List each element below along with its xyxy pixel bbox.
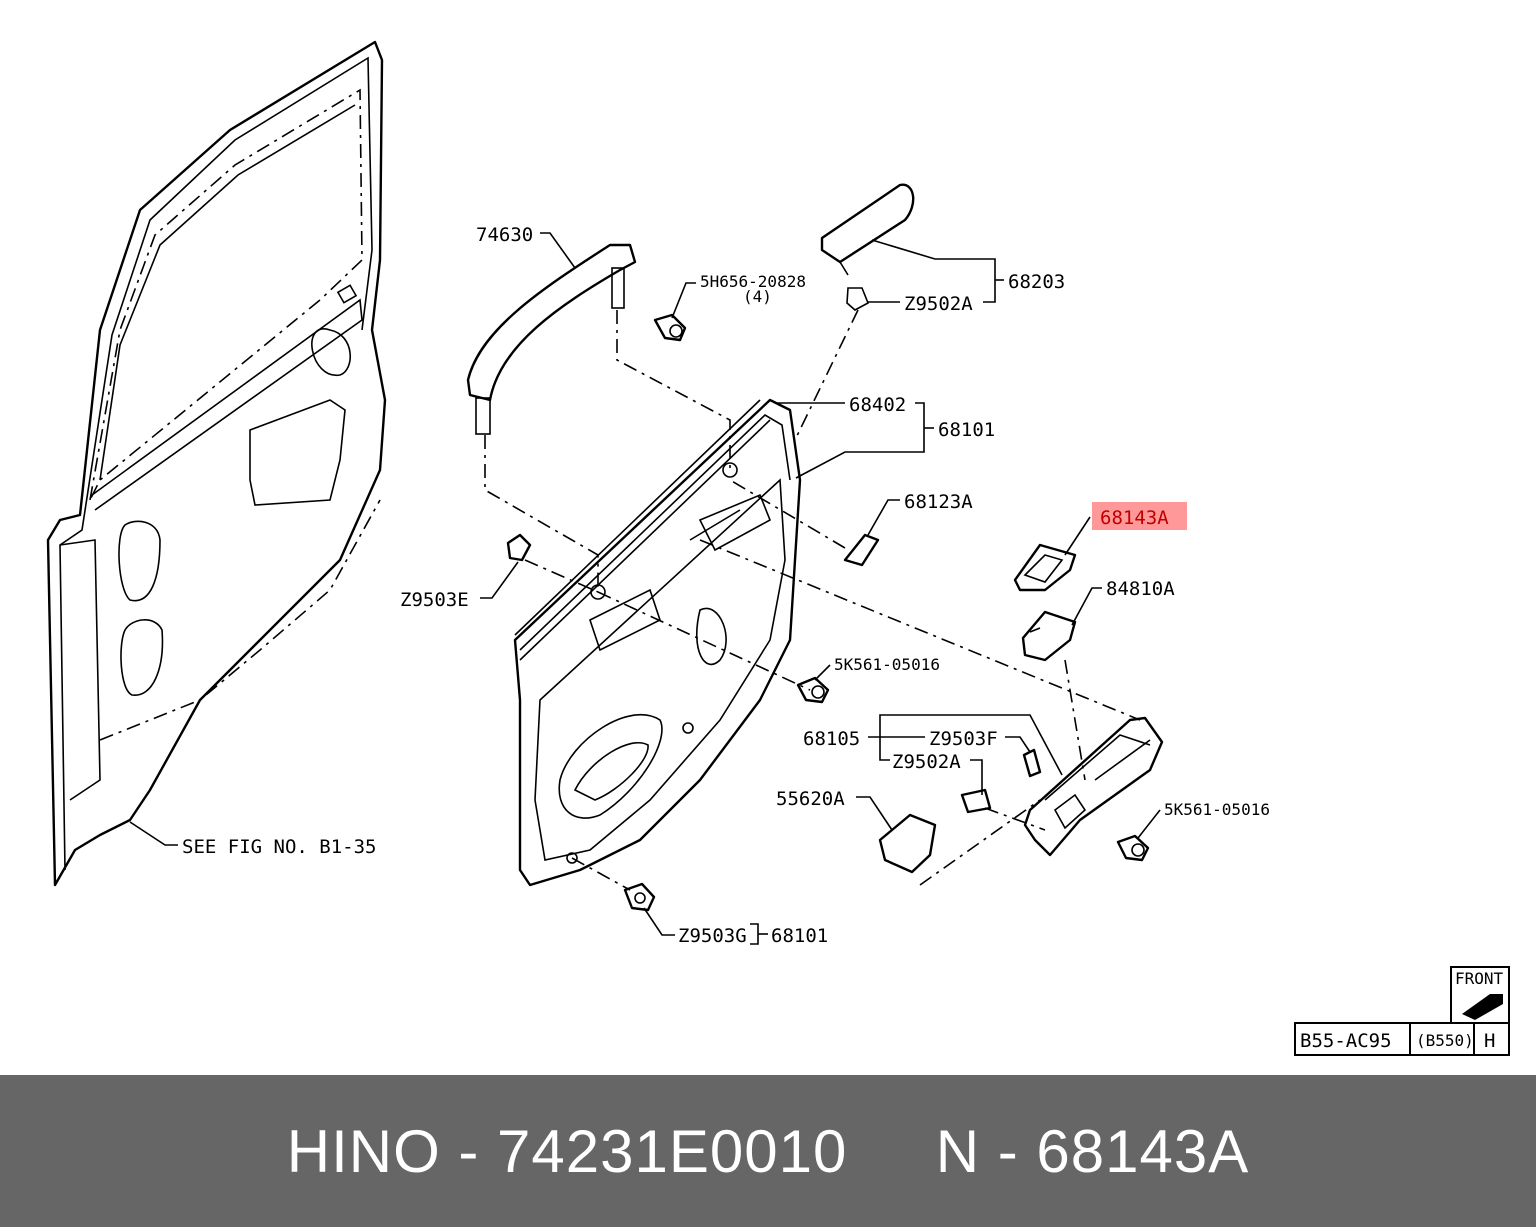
clip-z9503g-part xyxy=(623,882,656,912)
label-z9502a-mid: Z9502A xyxy=(892,751,961,773)
footer-bar: HINO - 74231E0010 N - 68143A xyxy=(0,1075,1536,1227)
label-68101: 68101 xyxy=(938,419,995,441)
leader-5k561-b xyxy=(1137,809,1161,839)
bracket-z9503g xyxy=(750,923,759,945)
clip-z9503f-part xyxy=(1022,748,1042,778)
leader-68105 xyxy=(879,714,1063,776)
clip-68123a-part xyxy=(843,533,880,567)
leader-5k561-a xyxy=(814,664,831,681)
label-z9502a-top: Z9502A xyxy=(904,293,973,315)
label-z9503g: Z9503G xyxy=(678,925,747,947)
leader-68105-b xyxy=(868,736,890,761)
label-5k561-b: 5K561-05016 xyxy=(1164,800,1270,819)
label-5h656: 5H656-20828 xyxy=(700,272,806,291)
leader-68143a xyxy=(1064,516,1091,556)
assist-grip-part xyxy=(466,243,637,435)
label-84810a: 84810A xyxy=(1106,578,1175,600)
leader-84810a xyxy=(1071,587,1102,626)
label-see-fig: SEE FIG NO. B1-35 xyxy=(182,836,376,858)
leader-z9503g xyxy=(643,907,675,936)
label-68101-b: 68101 xyxy=(771,925,828,947)
front-arrow-icon xyxy=(1462,994,1503,1020)
label-68105: 68105 xyxy=(803,728,860,750)
armrest-part xyxy=(820,183,915,311)
assembly-lines xyxy=(484,309,1141,891)
label-z9503e: Z9503E xyxy=(400,589,469,611)
clip-z9503e-part xyxy=(506,533,532,562)
screw-5h656 xyxy=(653,313,687,342)
label-68203: 68203 xyxy=(1008,271,1065,293)
stamp-h: H xyxy=(1484,1030,1495,1052)
highlight-68143a xyxy=(1092,502,1187,530)
knob-55620a-part xyxy=(878,813,937,874)
leader-55620a xyxy=(856,796,893,831)
leader-74630 xyxy=(540,232,576,269)
label-5k561-a: 5K561-05016 xyxy=(834,655,940,674)
leader-68123a xyxy=(867,499,900,536)
leader-z9503e xyxy=(480,561,519,599)
stamp-code: B55-AC95 xyxy=(1300,1030,1392,1052)
screw-5k561-a xyxy=(796,676,830,704)
stamp-sub: (B550) xyxy=(1416,1031,1474,1050)
leader-68101 xyxy=(795,402,925,479)
leader-see-fig xyxy=(129,821,178,846)
stamp-front-label: FRONT xyxy=(1455,969,1504,988)
drawing-stamp: FRONT B55-AC95 (B550) H xyxy=(1294,966,1510,1056)
label-74630: 74630 xyxy=(476,224,533,246)
screw-5k561-b xyxy=(1116,834,1150,862)
leader-5h656 xyxy=(671,282,696,319)
label-68123a: 68123A xyxy=(904,491,973,513)
label-68402: 68402 xyxy=(849,394,906,416)
leader-z9503f-b xyxy=(1005,736,1031,753)
door-trim-panel xyxy=(513,398,802,887)
switch-bezel-68143a-part xyxy=(1013,543,1077,592)
label-55620a: 55620A xyxy=(776,788,845,810)
door-shell-drawing xyxy=(46,40,387,887)
window-switch-84810a-part xyxy=(1021,610,1077,662)
clip-z9502a-mid-part xyxy=(960,788,992,814)
label-5h656-qty: (4) xyxy=(743,287,772,306)
footer-part-number: HINO - 74231E0010 N - 68143A xyxy=(286,1117,1250,1185)
leader-68203 xyxy=(871,239,996,303)
parts-diagram: SEE FIG NO. B1-35 74630 5H656-20828 (4) xyxy=(46,40,1510,1056)
leader-z9502a-mid xyxy=(970,759,983,795)
label-z9503f: Z9503F xyxy=(929,728,998,750)
label-68143a[interactable]: 68143A xyxy=(1100,507,1169,529)
diagram-svg: SEE FIG NO. B1-35 74630 5H656-20828 (4) xyxy=(46,40,1510,1056)
